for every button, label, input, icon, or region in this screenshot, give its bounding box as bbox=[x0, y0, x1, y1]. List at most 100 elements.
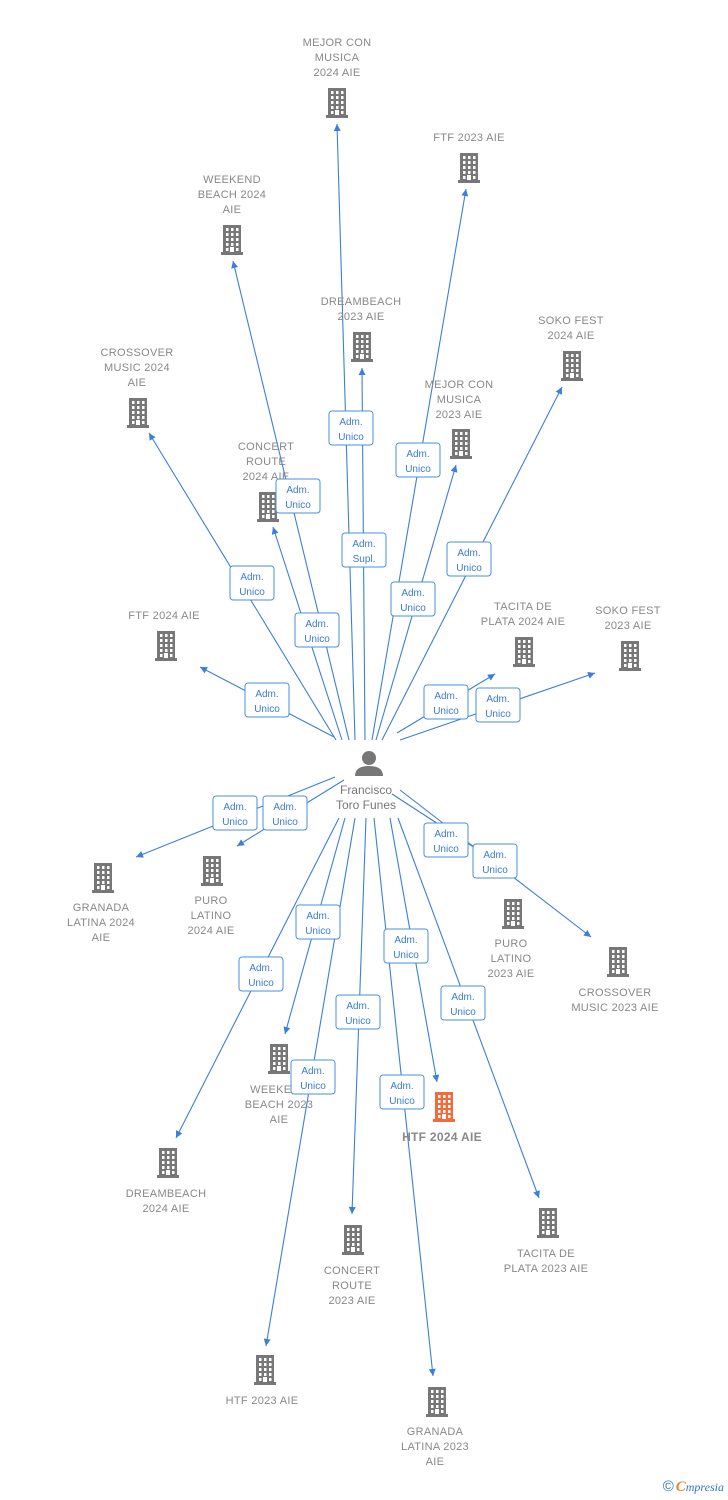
arrowhead-crossover-music-2024 bbox=[149, 433, 156, 441]
company-node-tacita-de-plata-2024[interactable]: TACITA DE PLATA 2024 AIE bbox=[481, 601, 566, 667]
company-node-htf-2023[interactable]: HTF 2023 AIE bbox=[226, 1355, 299, 1407]
role-badge-ftf-2023[interactable]: Adm.Unico bbox=[395, 442, 441, 478]
node-label-line: 2023 AIE bbox=[435, 409, 482, 421]
node-label-line: AIE bbox=[270, 1114, 289, 1126]
badge-text: Unico bbox=[389, 1096, 415, 1107]
arrowhead-crossover-music-2023 bbox=[583, 929, 591, 937]
role-badge-tacita-de-plata-2024[interactable]: Adm.Unico bbox=[423, 684, 469, 720]
arrowhead-tacita-de-plata-2024 bbox=[487, 674, 495, 681]
role-badge-soko-fest-2023[interactable]: Adm.Unico bbox=[475, 687, 521, 723]
node-label-line: 2024 AIE bbox=[313, 67, 360, 79]
badge-text: Adm. bbox=[240, 572, 263, 583]
company-node-ftf-2023[interactable]: FTF 2023 AIE bbox=[433, 132, 504, 183]
role-badge-puro-latino-2024[interactable]: Adm.Unico bbox=[262, 795, 308, 831]
node-label-line: ROUTE bbox=[332, 1280, 372, 1292]
badge-text: Unico bbox=[285, 500, 311, 511]
node-label-line: MUSICA bbox=[315, 52, 360, 64]
node-label-line: FTF 2024 AIE bbox=[128, 610, 199, 622]
node-label-line: AIE bbox=[92, 932, 111, 944]
role-badge-crossover-music-2023[interactable]: Adm.Unico bbox=[472, 843, 518, 879]
building-icon bbox=[221, 225, 243, 255]
node-label-line: PLATA 2023 AIE bbox=[504, 1263, 589, 1275]
node-label-line: TACITA DE bbox=[494, 601, 552, 613]
node-label-line: AIE bbox=[426, 1456, 445, 1468]
arrowhead-dreambeach-2023 bbox=[358, 368, 366, 376]
badge-text: Unico bbox=[222, 817, 248, 828]
role-badge-mejor-con-musica-2023[interactable]: Adm. Unico bbox=[390, 581, 436, 617]
role-badge-dreambeach-2024[interactable]: Adm.Unico bbox=[238, 956, 284, 992]
role-badge-tacita-de-plata-2023[interactable]: Adm.Unico bbox=[440, 985, 486, 1021]
badge-text: Unico bbox=[254, 704, 280, 715]
company-node-concert-route-2023[interactable]: CONCERT ROUTE 2023 AIE bbox=[324, 1225, 380, 1307]
building-icon bbox=[257, 492, 279, 522]
node-label-line: CONCERT bbox=[238, 441, 294, 453]
node-label-line: CONCERT bbox=[324, 1265, 380, 1277]
building-icon bbox=[157, 1148, 179, 1178]
badge-text: Unico bbox=[400, 603, 426, 614]
role-badge-weekend-beach-2023[interactable]: Adm.Unico bbox=[295, 904, 341, 940]
person-icon bbox=[355, 751, 383, 776]
role-badge-granada-latina-2024[interactable]: Adm.Unico bbox=[212, 795, 258, 831]
role-badge-soko-fest-2024[interactable]: Adm. Unico bbox=[446, 541, 492, 577]
badges-layer: Adm.UnicoAdm.UnicoAdm.UnicoAdm.Supl.Adm.… bbox=[212, 410, 521, 1110]
role-badge-concert-route-2024[interactable]: Adm.Unico bbox=[294, 612, 340, 648]
role-badge-ftf-2024[interactable]: Adm.Unico bbox=[244, 682, 290, 718]
badge-text: Unico bbox=[405, 464, 431, 475]
node-label-line: 2024 AIE bbox=[547, 330, 594, 342]
role-badge-weekend-beach-2024[interactable]: Adm.Unico bbox=[275, 478, 321, 514]
badge-text: Adm. bbox=[401, 588, 424, 599]
node-label-line: PURO bbox=[195, 895, 228, 907]
role-badge-htf-2023[interactable]: Adm.Unico bbox=[290, 1059, 336, 1095]
node-label-line: 2023 AIE bbox=[328, 1295, 375, 1307]
role-badge-concert-route-2023[interactable]: Adm.Unico bbox=[335, 994, 381, 1030]
node-label-line: 2024 AIE bbox=[142, 1203, 189, 1215]
badge-text: Adm. bbox=[352, 539, 375, 550]
role-badge-granada-latina-2023[interactable]: Adm.Unico bbox=[379, 1074, 425, 1110]
node-label-line: MUSIC 2024 bbox=[104, 362, 170, 374]
node-label-line: FTF 2023 AIE bbox=[433, 132, 504, 144]
brand-name: mpresia bbox=[685, 1480, 724, 1494]
building-icon bbox=[513, 637, 535, 667]
center-person[interactable]: Francisco Toro Funes bbox=[336, 751, 396, 812]
building-icon bbox=[268, 1044, 290, 1074]
badge-text: Adm. bbox=[457, 548, 480, 559]
building-icon bbox=[201, 856, 223, 886]
badge-text: Unico bbox=[456, 563, 482, 574]
role-badge-dreambeach-2023[interactable]: Adm.Supl. bbox=[341, 532, 387, 568]
arrowhead-granada-latina-2023 bbox=[428, 1368, 436, 1376]
building-icon bbox=[607, 947, 629, 977]
arrowhead-mejor-con-musica-2024 bbox=[333, 124, 341, 132]
company-node-dreambeach-2023[interactable]: DREAMBEACH 2023 AIE bbox=[321, 296, 402, 362]
node-label-line: 2023 AIE bbox=[487, 968, 534, 980]
brand-initial: C bbox=[675, 1479, 686, 1495]
node-label-line: PLATA 2024 AIE bbox=[481, 616, 566, 628]
node-label-line: 2023 AIE bbox=[337, 311, 384, 323]
role-badge-htf-2024[interactable]: Adm.Unico bbox=[383, 928, 429, 964]
company-node-htf-2024[interactable]: HTF 2024 AIE bbox=[402, 1092, 482, 1144]
arrowhead-mejor-con-musica-2023 bbox=[450, 465, 458, 473]
badge-text: Adm. bbox=[394, 935, 417, 946]
node-label-line: HTF 2024 AIE bbox=[402, 1130, 482, 1144]
role-badge-mejor-con-musica-2024[interactable]: Adm.Unico bbox=[328, 410, 374, 446]
role-badge-puro-latino-2023[interactable]: Adm.Unico bbox=[423, 822, 469, 858]
company-node-ftf-2024[interactable]: FTF 2024 AIE bbox=[128, 610, 199, 661]
footer-brand[interactable]: ©Cmpresia bbox=[663, 1478, 724, 1496]
building-icon bbox=[351, 332, 373, 362]
building-icon bbox=[254, 1355, 276, 1385]
node-label-line: 2023 AIE bbox=[604, 620, 651, 632]
role-badge-crossover-music-2024[interactable]: Adm.Unico bbox=[229, 565, 275, 601]
node-label-line: DREAMBEACH bbox=[321, 296, 402, 308]
